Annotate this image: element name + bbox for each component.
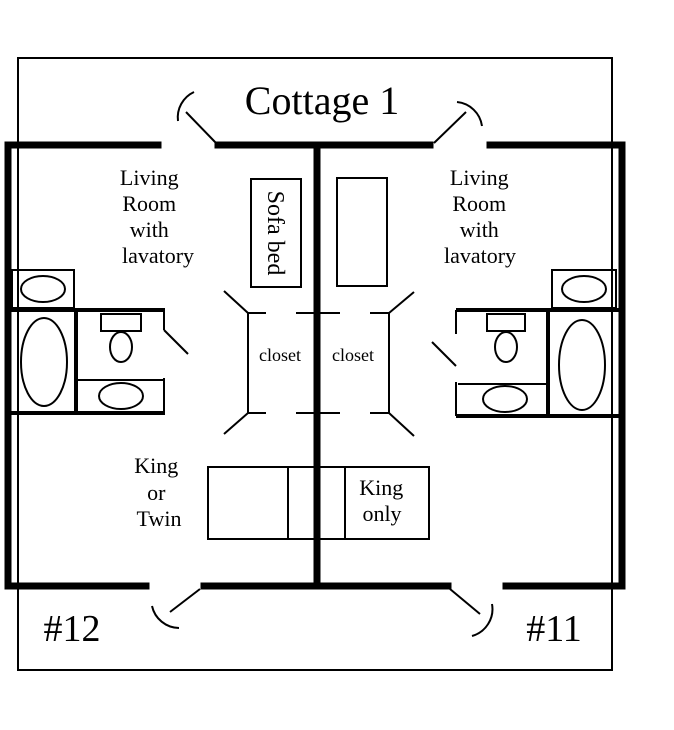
unit-11-label: #11 <box>526 608 582 650</box>
entry-door-left <box>176 91 217 144</box>
toilet-left <box>109 331 133 363</box>
entry-door-right <box>433 101 483 144</box>
rear-door-right <box>449 588 494 637</box>
unit-12-label: #12 <box>44 608 101 650</box>
closet-left <box>223 290 314 435</box>
exterior-walls <box>4 141 626 590</box>
sofa-bed <box>250 178 302 288</box>
sofa-bed-label: Sofa bed <box>262 191 288 276</box>
bathroom-left <box>8 269 189 415</box>
living-room-left-label: Living Room with lavatory <box>120 165 194 268</box>
bed-right <box>287 466 430 540</box>
bathtub-right <box>558 319 606 411</box>
cottage-title: Cottage 1 <box>245 78 399 123</box>
bed-left <box>207 466 346 540</box>
sink-left <box>98 382 144 410</box>
bed-right-label: King only <box>359 475 409 526</box>
closet-left-label: closet <box>259 345 301 365</box>
bathtub-left <box>20 317 68 407</box>
living-room-right-label: Living Room with lavatory <box>444 165 516 268</box>
rear-door-left <box>151 588 201 629</box>
outer-boundary <box>17 57 613 671</box>
toilet-right <box>494 331 518 363</box>
sink-right <box>482 385 528 413</box>
closet-right-label: closet <box>332 345 374 365</box>
sofa-right <box>336 177 388 287</box>
bathroom-right <box>431 269 622 418</box>
closet-right <box>320 291 415 437</box>
bed-left-label: King or Twin <box>134 453 184 531</box>
